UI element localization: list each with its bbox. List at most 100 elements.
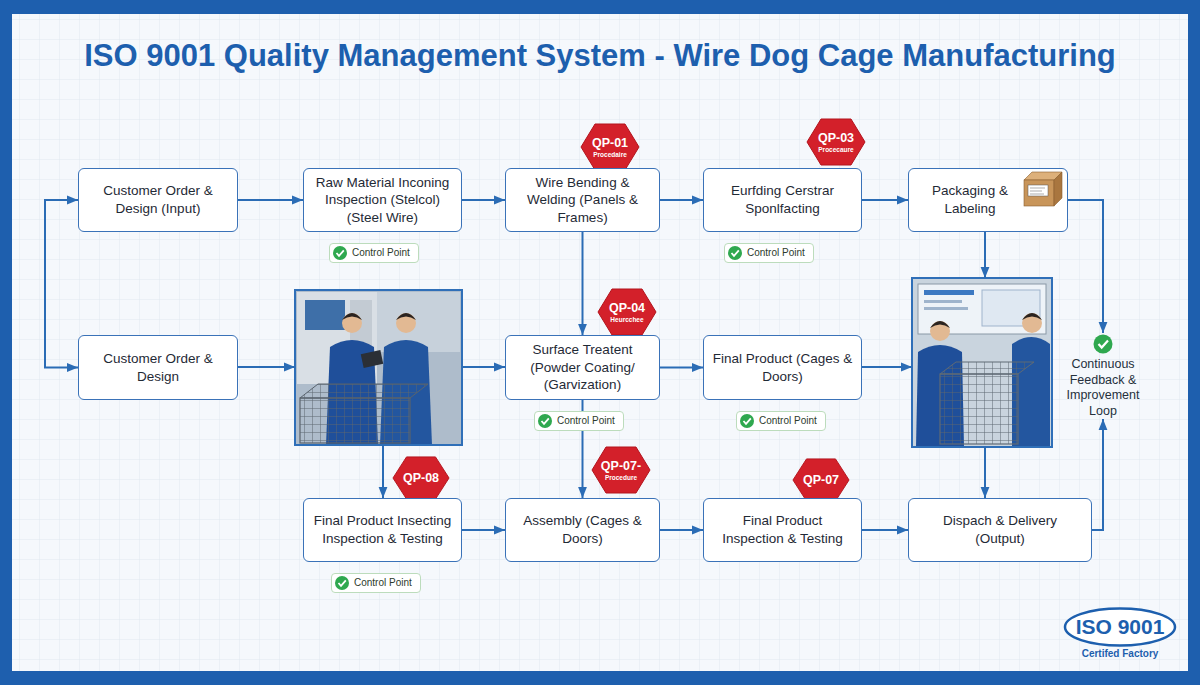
process-box: Dispach & Delivery (Output) [908, 498, 1092, 562]
text-holder: Assembly (Cages & Doors) [514, 512, 651, 547]
check-circle [335, 576, 349, 590]
node-text: ISO 9001 [1062, 607, 1178, 647]
node-text: Packaging & Labeling [917, 182, 1023, 217]
node-text: Control Point [354, 574, 412, 592]
badge-hexagon [793, 459, 849, 501]
flow-arrow [660, 529, 703, 531]
photo-background [295, 290, 462, 445]
node-text: Customer Order & Design (Input) [87, 182, 229, 217]
flow-arrow [1092, 419, 1103, 530]
screen-line [924, 307, 968, 310]
node-text: Surface Treatent (Powder Coating/ (Garvi… [514, 341, 651, 394]
carton-side [1054, 172, 1062, 206]
check-mark [1099, 341, 1109, 348]
text-holder: Raw Material Inconing Inspection (Stelco… [312, 174, 453, 227]
flow-arrow [862, 199, 908, 201]
worker-hair [342, 313, 362, 320]
node-text: Heurcchee [609, 316, 645, 323]
feedback-node: Continuous Feedback & Improvement Loop [1056, 333, 1150, 419]
factory-photo [295, 290, 462, 445]
text-holder: Control Point [352, 244, 410, 262]
process-box: Customer Order & Design [78, 335, 238, 400]
process-box: Final Product (Cages & Doors) [703, 335, 862, 400]
flow-arrow [462, 529, 505, 531]
photo-background [912, 278, 1052, 447]
badge-hexagon [592, 447, 650, 493]
check-icon [335, 576, 349, 590]
check-icons [333, 246, 1113, 590]
process-box: Eurfding Cerstrar Sponlfacting [703, 168, 862, 232]
worker-hair [930, 321, 950, 328]
node-text: Eurfding Cerstrar Sponlfacting [712, 182, 853, 217]
control-point-tag: Control Point [331, 573, 421, 593]
check-circle [740, 414, 754, 428]
badge-hexagon [598, 289, 656, 335]
text-holder: Customer Order & Design (Input) [87, 182, 229, 217]
procedure-badge: QP-03Procecaure [806, 118, 866, 166]
flow-arrow [382, 445, 384, 498]
node-text: QP-08 [403, 471, 439, 485]
text-holder: Surface Treatent (Powder Coating/ (Garvi… [514, 341, 651, 394]
process-box: Packaging & Labeling [908, 168, 1068, 232]
node-text: Control Point [759, 412, 817, 430]
worker-head [396, 313, 416, 333]
wire-cage [940, 374, 1018, 444]
node-text: Procedaire [592, 151, 628, 158]
check-mark [732, 250, 739, 255]
text-holder: QP-07 [803, 473, 839, 487]
text-holder: QP-03Procecaure [818, 131, 854, 153]
flow-arrow [238, 199, 303, 201]
node-text: QP-03 [818, 131, 854, 145]
text-holder: QP-07-Procedure [601, 459, 641, 481]
flow-arrow [660, 199, 703, 201]
node-text: QP-07- [601, 459, 641, 473]
check-icon [538, 414, 552, 428]
check-mark [337, 250, 344, 255]
node-text: Dispach & Delivery (Output) [917, 512, 1083, 547]
node-text: Control Point [747, 244, 805, 262]
check-icon [333, 246, 347, 260]
node-text: QP-01 [592, 136, 628, 150]
text-holder: QP-08 [403, 471, 439, 485]
node-text: Control Point [352, 244, 410, 262]
process-box: Surface Treatent (Powder Coating/ (Garvi… [505, 335, 660, 400]
node-text: QP-04 [609, 301, 645, 315]
procedure-badge: QP-04Heurcchee [597, 288, 657, 336]
process-box: Assembly (Cages & Doors) [505, 498, 660, 562]
badge-hexagon [807, 119, 865, 165]
flow-arrow [45, 200, 78, 368]
text-holder: Continuous Feedback & Improvement Loop [1056, 357, 1150, 420]
node-text: Assembly (Cages & Doors) [514, 512, 651, 547]
flow-arrow [660, 367, 703, 369]
text-holder: Final Product Insecting Inspection & Tes… [312, 512, 453, 547]
flow-arrow [462, 199, 505, 201]
text-holder: ISO 9001Certifed Factory [1062, 607, 1178, 661]
flow-arrow [462, 366, 505, 368]
worker-hair [396, 313, 416, 320]
process-box: Customer Order & Design (Input) [78, 168, 238, 232]
text-holder: Wire Bending & Welding (Panels & Frames) [514, 174, 651, 227]
carton-label [1028, 185, 1048, 196]
wire-cage [300, 398, 410, 443]
label-lines [1030, 188, 1045, 194]
text-holder: Control Point [747, 244, 805, 262]
photo-arrows [238, 232, 985, 498]
screen-line [924, 300, 962, 303]
carton-front [1024, 180, 1054, 206]
check-mark [744, 418, 751, 423]
worker-hair [1022, 313, 1042, 320]
process-box: Wire Bending & Welding (Panels & Frames) [505, 168, 660, 232]
flow-arrow [984, 447, 986, 498]
check-circle [538, 414, 552, 428]
node-text: Control Point [557, 412, 615, 430]
cage-top [940, 362, 1034, 374]
node-text: Raw Material Inconing Inspection (Stelco… [312, 174, 453, 227]
flow-arrow [238, 366, 295, 368]
procedure-badge: QP-01Procedaire [580, 123, 640, 171]
text-holder: Eurfding Cerstrar Sponlfacting [712, 182, 853, 217]
photo-frame [295, 290, 462, 445]
node-text: Customer Order & Design [87, 350, 229, 385]
